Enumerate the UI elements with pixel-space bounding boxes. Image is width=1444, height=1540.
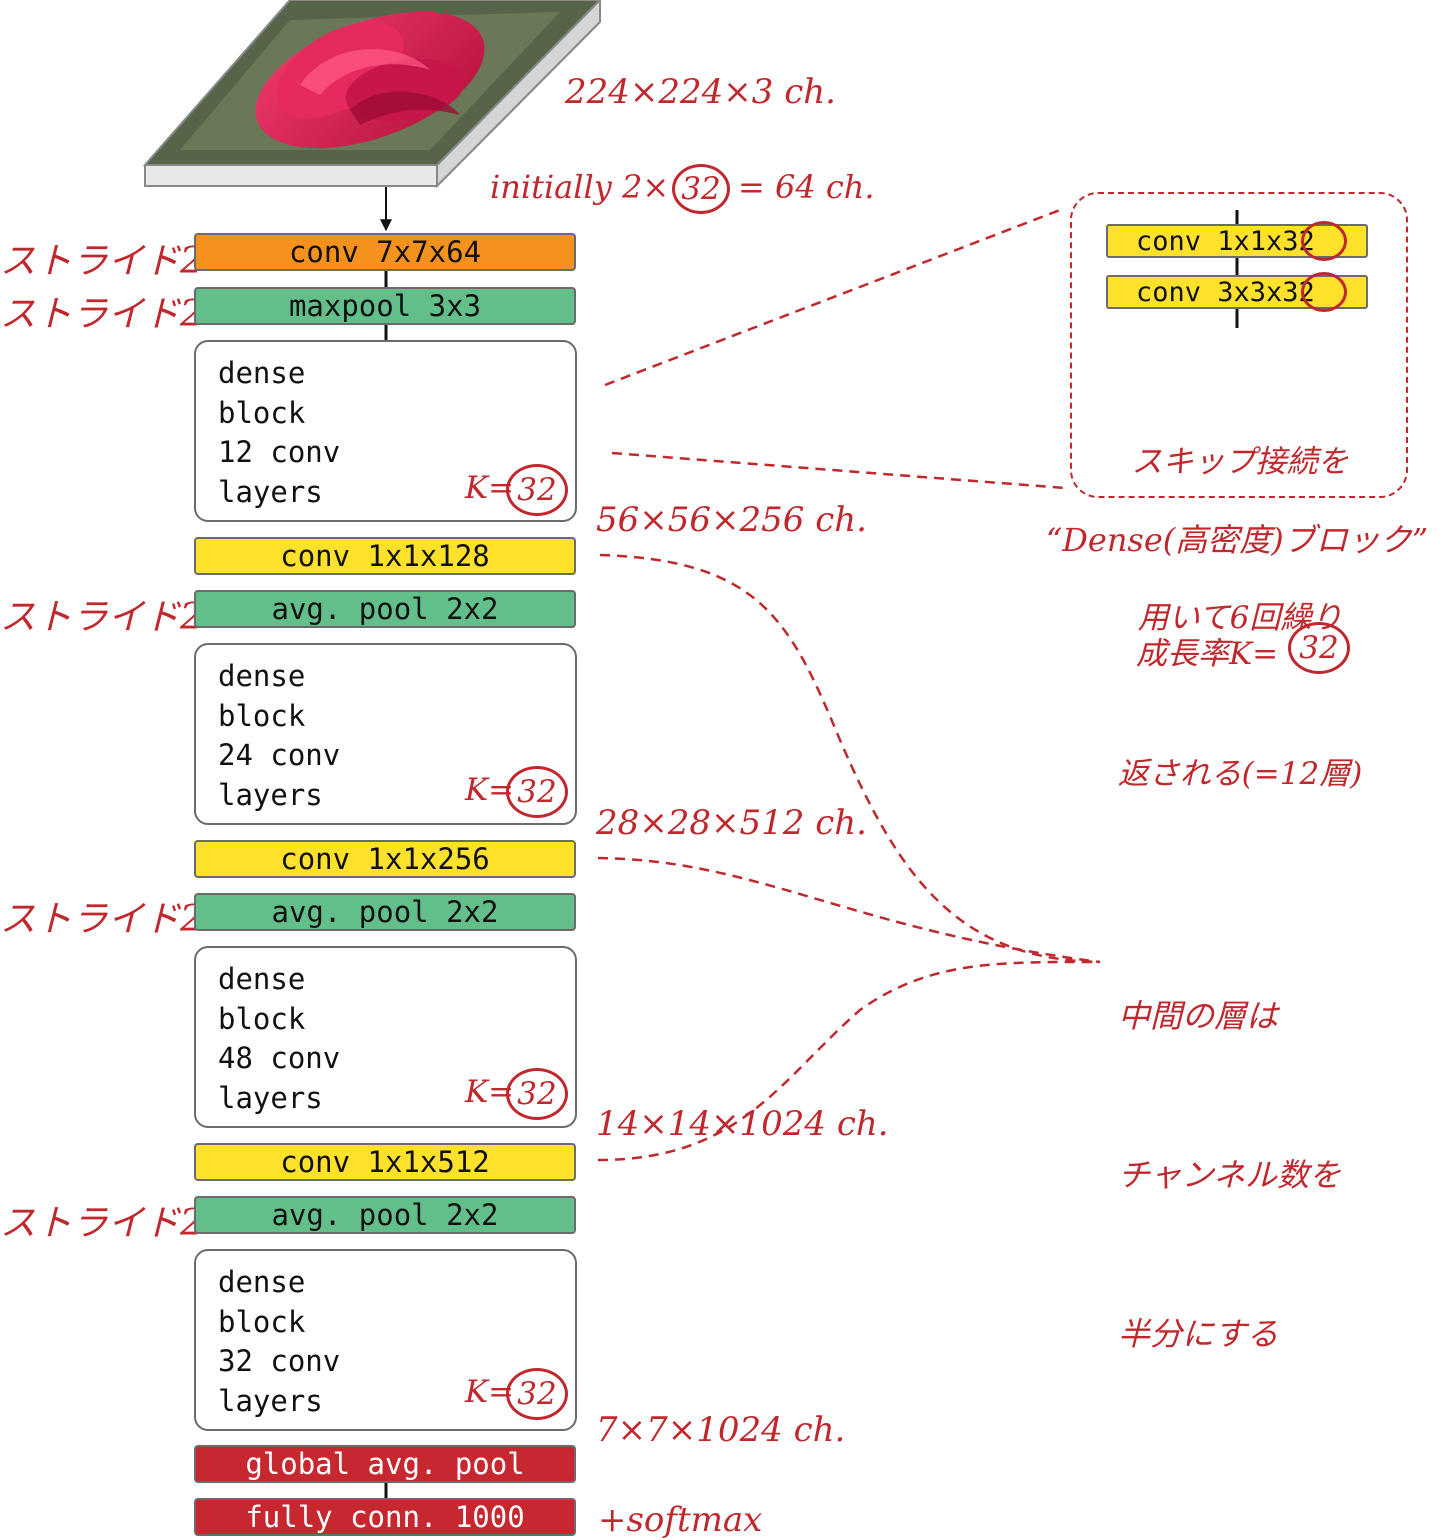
conv-1x1x128-layer: conv 1x1x128 xyxy=(194,537,576,575)
stride-label: ストライド2 xyxy=(0,597,203,638)
inset-text-line: 返される(=12層) xyxy=(1117,756,1363,792)
halving-line: 中間の層は xyxy=(1118,997,1279,1035)
fully-connected-layer: fully conn. 1000 xyxy=(194,1498,576,1536)
softmax-note: +softmax xyxy=(598,1500,763,1540)
initial-k-circle: 32 xyxy=(672,164,730,214)
k-label: K= xyxy=(465,1374,515,1410)
dims-14: 14×14×1024 ch. xyxy=(596,1104,889,1144)
k-circle: 32 xyxy=(506,766,568,818)
inset-description: スキップ接続を 用いて6回繰り 返される(=12層) xyxy=(1080,332,1400,852)
stride-label: ストライド2 xyxy=(0,1203,203,1244)
dense-block-inset xyxy=(1070,192,1408,498)
channel-halving-note: 中間の層は チャンネル数を 半分にする xyxy=(1118,884,1341,1414)
maxpool-layer: maxpool 3x3 xyxy=(194,287,576,325)
stride-label: ストライド2 xyxy=(0,899,203,940)
dims-7: 7×7×1024 ch. xyxy=(596,1410,846,1450)
k-label: K= xyxy=(465,772,515,808)
k-label: K= xyxy=(465,1074,515,1110)
avg-pool-layer-3: avg. pool 2x2 xyxy=(194,1196,576,1234)
halving-line: 半分にする xyxy=(1118,1315,1279,1353)
k-circle: 32 xyxy=(506,1368,568,1420)
growth-rate-label: 成長率K= xyxy=(1136,636,1279,672)
initial-note-suffix: = 64 ch. xyxy=(738,168,875,206)
k-label: K= xyxy=(465,470,515,506)
conv-7x7-layer: conv 7x7x64 xyxy=(194,233,576,271)
conv-1x1x512-layer: conv 1x1x512 xyxy=(194,1143,576,1181)
avg-pool-layer-1: avg. pool 2x2 xyxy=(194,590,576,628)
dims-56: 56×56×256 ch. xyxy=(596,500,867,540)
initial-note-prefix: initially 2× xyxy=(490,168,670,206)
annotation-dashed-lines xyxy=(469,208,1101,1162)
dense-block-caption: “Dense(高密度)ブロック” xyxy=(1045,521,1429,559)
stride-label: ストライド2 xyxy=(0,294,203,335)
avg-pool-layer-2: avg. pool 2x2 xyxy=(194,893,576,931)
inset-text-line: スキップ接続を xyxy=(1131,444,1349,480)
input-image xyxy=(142,0,602,189)
inset-k-circle xyxy=(1301,221,1347,261)
k-circle: 32 xyxy=(506,464,568,516)
global-avg-pool-layer: global avg. pool xyxy=(194,1445,576,1483)
k-circle: 32 xyxy=(506,1068,568,1120)
halving-line: チャンネル数を xyxy=(1118,1156,1342,1194)
growth-k-circle: 32 xyxy=(1288,622,1350,674)
input-dims: 224×224×3 ch. xyxy=(565,72,836,112)
conv-1x1x256-layer: conv 1x1x256 xyxy=(194,840,576,878)
stride-label: ストライド2 xyxy=(0,241,203,282)
dims-28: 28×28×512 ch. xyxy=(596,803,867,843)
inset-k-circle xyxy=(1301,272,1347,312)
